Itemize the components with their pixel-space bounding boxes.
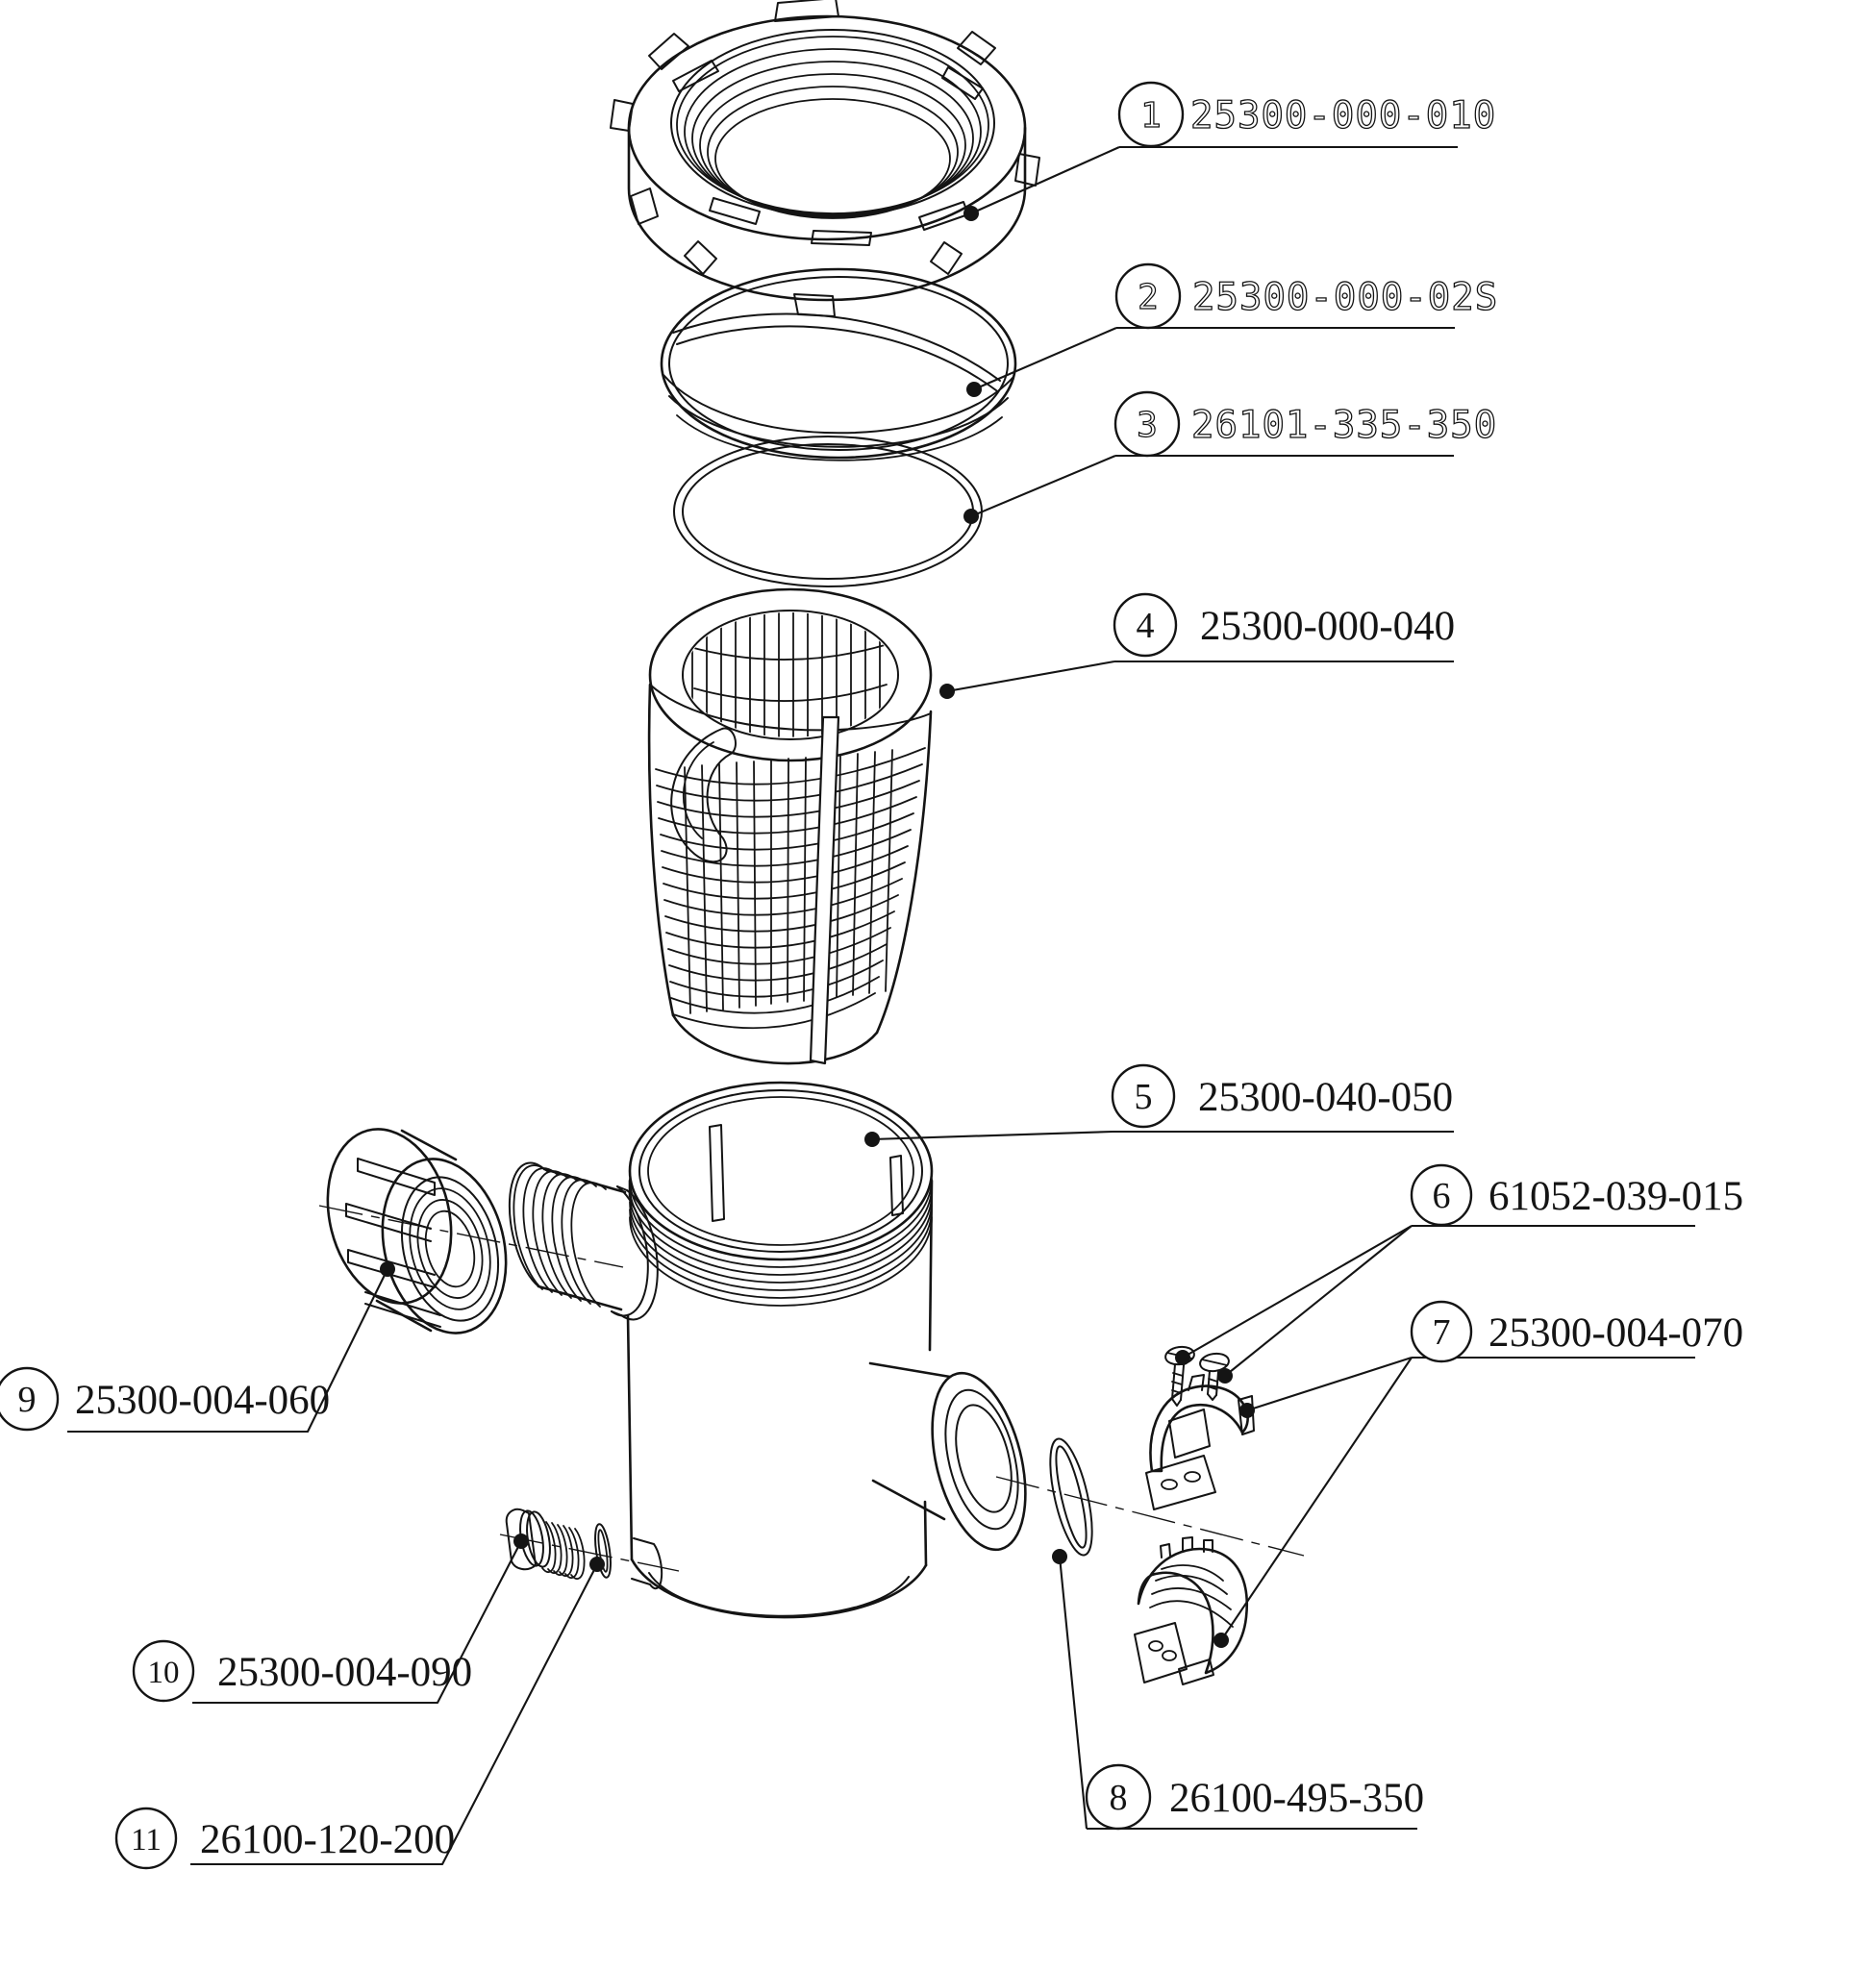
callout-10-dot: [513, 1534, 529, 1549]
callout-9-circle: [0, 1366, 60, 1432]
callout-9-part-number: 25300-004-060: [75, 1378, 330, 1423]
callout-5-leader: [871, 1130, 1113, 1141]
callout-7: 7 25300-004-070: [1213, 1300, 1743, 1648]
part-5-pump-housing: [508, 1081, 1027, 1619]
callout-2-part-number: 25300-000-02S: [1192, 276, 1498, 319]
part-4-strainer-basket: [647, 587, 933, 1065]
callout-7-leader-a: [1246, 1357, 1413, 1411]
callout-4-circle: [1113, 592, 1178, 658]
callout-5: 5 25300-040-050: [864, 1063, 1454, 1147]
callout-7-dot-b: [1213, 1633, 1229, 1648]
callout-9-dot: [380, 1261, 395, 1277]
callout-7-part-number: 25300-004-070: [1488, 1310, 1743, 1356]
callout-2-circle: [1114, 262, 1182, 330]
callout-9: 9 25300-004-060: [0, 1261, 395, 1434]
callout-10-circle: [132, 1639, 195, 1703]
basket-interior-bars: [686, 612, 895, 737]
callout-1-part-number: 25300-000-010: [1190, 94, 1496, 137]
callout-10-leader: [192, 1540, 522, 1705]
callout-11-number: 11: [131, 1823, 162, 1858]
callout-7-leader-b: [1220, 1357, 1413, 1641]
part-8-o-ring-outlet: [1049, 1437, 1093, 1557]
callout-3-number: 3: [1137, 406, 1158, 445]
callout-4-number: 4: [1137, 606, 1155, 646]
callout-8: 8 26100-495-350: [1052, 1549, 1424, 1831]
callout-6-dot-a: [1175, 1350, 1190, 1365]
callout-7-circle: [1410, 1300, 1473, 1363]
callout-5-part-number: 25300-040-050: [1198, 1075, 1453, 1120]
callout-6-leader-a: [1182, 1225, 1413, 1359]
callout-7-dot-a: [1239, 1403, 1255, 1418]
callout-10: 10 25300-004-090: [132, 1534, 529, 1705]
callout-1-dot: [963, 206, 979, 221]
callout-3-leader: [970, 455, 1116, 517]
callout-9-number: 9: [18, 1380, 37, 1420]
callout-8-leader: [1058, 1556, 1088, 1830]
callout-11-dot: [589, 1557, 605, 1572]
callout-2: 2 25300-000-02S: [966, 262, 1498, 397]
center-lines: [318, 1205, 1305, 1572]
callout-8-part-number: 26100-495-350: [1169, 1776, 1424, 1821]
callout-3-dot: [963, 509, 979, 524]
callout-11-part-number: 26100-120-200: [200, 1817, 455, 1862]
callout-6: 6 61052-039-015: [1175, 1163, 1743, 1384]
part-6-screws: [1164, 1345, 1230, 1407]
callout-3-circle: [1113, 390, 1181, 458]
callout-10-number: 10: [148, 1656, 180, 1690]
callout-8-dot: [1052, 1549, 1067, 1564]
callout-11: 11 26100-120-200: [114, 1557, 605, 1870]
callout-6-circle: [1410, 1163, 1473, 1227]
callout-2-number: 2: [1138, 278, 1159, 317]
part-3-o-ring-large: [673, 436, 983, 587]
part-2-lid: [660, 267, 1017, 461]
part-11-o-ring-small: [594, 1523, 612, 1579]
callout-4-leader: [946, 660, 1115, 693]
callout-2-dot: [966, 382, 982, 397]
callout-6-number: 6: [1433, 1176, 1451, 1216]
part-7-clamp-lower: [1134, 1536, 1249, 1685]
callout-5-circle: [1111, 1063, 1176, 1129]
callout-9-leader: [67, 1268, 388, 1434]
part-9-union-nut: [326, 1128, 508, 1334]
callout-1: 1 25300-000-010: [963, 81, 1496, 221]
callout-3-part-number: 26101-335-350: [1191, 404, 1497, 447]
callout-4-part-number: 25300-000-040: [1200, 604, 1455, 649]
callout-6-leader-b: [1224, 1225, 1413, 1377]
callout-4-dot: [939, 684, 955, 699]
callout-11-circle: [114, 1807, 178, 1870]
callout-6-dot-b: [1217, 1368, 1233, 1384]
callout-5-dot: [864, 1132, 880, 1147]
callout-10-part-number: 25300-004-090: [217, 1650, 472, 1695]
callout-4: 4 25300-000-040: [939, 592, 1455, 699]
callout-8-circle: [1085, 1763, 1152, 1831]
callout-11-leader: [190, 1563, 598, 1866]
callout-6-part-number: 61052-039-015: [1488, 1174, 1743, 1219]
callout-1-number: 1: [1140, 96, 1162, 136]
part-7-clamp-upper: [1145, 1374, 1255, 1510]
callout-1-leader: [970, 146, 1120, 214]
callout-1-circle: [1117, 81, 1185, 148]
callout-5-number: 5: [1135, 1077, 1153, 1117]
callout-7-number: 7: [1433, 1312, 1451, 1353]
callout-3: 3 26101-335-350: [963, 390, 1497, 524]
part-1-lock-ring: [610, 0, 1040, 317]
callout-2-leader: [973, 327, 1117, 390]
callout-8-number: 8: [1110, 1778, 1128, 1818]
